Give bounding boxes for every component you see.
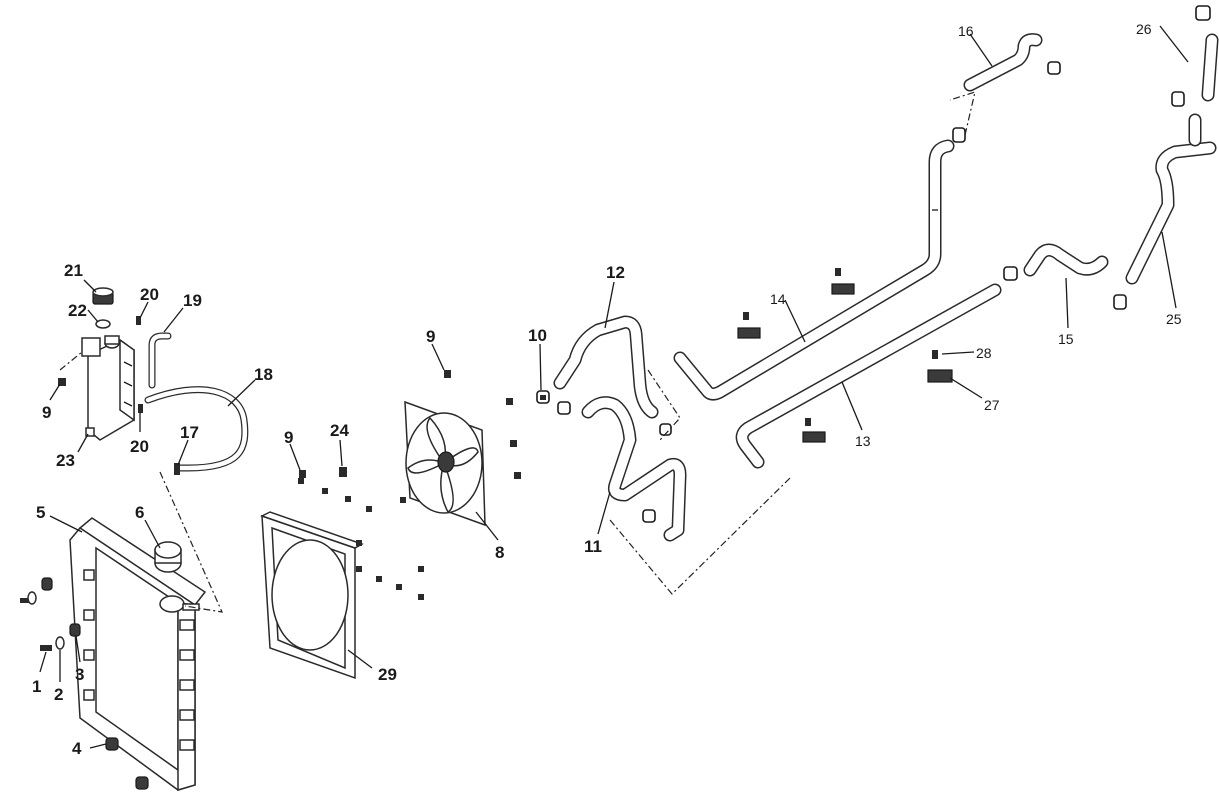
callout-5: 5 [36,503,45,522]
tube-14-clamp[interactable] [952,127,966,143]
callout-3: 3 [75,665,84,684]
coolant-tube-13[interactable] [735,283,1002,469]
upper-coolant-hose[interactable] [553,315,659,419]
screw-9-tank[interactable] [58,378,66,386]
tank-cap[interactable] [92,287,114,305]
callout-12: 12 [606,263,625,282]
callout-27: 27 [984,397,1000,413]
screw-24[interactable] [339,467,347,477]
callout-11: 11 [584,537,602,556]
callout-19: 19 [183,291,202,310]
radiator-fins [83,569,195,751]
hose-clamp-10[interactable] [536,390,550,404]
callout-20-bottom: 20 [130,437,149,456]
overflow-hose-clamp[interactable] [174,463,180,475]
lower-hose-clamps[interactable] [557,401,672,523]
callout-20-top: 20 [140,285,159,304]
callout-9-shroud: 9 [284,428,293,447]
fan-shroud[interactable] [260,511,364,680]
callout-8: 8 [495,543,504,562]
mounting-clips[interactable] [737,268,855,443]
callout-23: 23 [56,451,75,470]
callout-13: 13 [855,433,871,449]
leader-lines [39,25,1189,749]
heater-hose-26[interactable] [1188,33,1219,147]
callout-1: 1 [32,677,41,696]
coolant-tube-14[interactable] [673,139,955,401]
hose-26-clamps[interactable] [1171,5,1211,107]
fan-screws[interactable] [444,370,521,479]
callout-22: 22 [68,301,87,320]
callout-28: 28 [976,345,992,361]
callout-24: 24 [330,421,349,440]
radiator-cap[interactable] [154,541,182,573]
heater-hose-16[interactable] [963,33,1043,92]
hose-15-clamps[interactable] [1003,266,1127,310]
tank-vent-hose[interactable] [148,332,172,389]
callout-2: 2 [54,685,63,704]
washer-2[interactable] [27,591,65,650]
nut-3[interactable] [41,577,81,637]
callout-21: 21 [64,261,83,280]
callout-10: 10 [528,326,547,345]
callout-9-tank: 9 [42,403,51,422]
screw-28[interactable] [932,350,938,359]
radiator[interactable] [69,517,207,792]
overflow-tank[interactable] [81,335,135,441]
callout-17: 17 [180,423,199,442]
callout-14: 14 [770,291,786,307]
callout-16: 16 [958,23,974,39]
overflow-hose[interactable] [144,386,249,472]
lower-coolant-hose[interactable] [581,396,687,542]
heater-hose-25[interactable] [1125,141,1217,285]
tank-cap-seal[interactable] [95,319,111,329]
callout-15: 15 [1058,331,1074,347]
callout-25: 25 [1166,311,1182,327]
callout-29: 29 [378,665,397,684]
bracket-27[interactable] [927,369,953,383]
screw-9-shroud[interactable] [299,470,306,478]
callout-labels: 1 2 3 4 5 6 8 9 9 9 10 11 12 13 14 15 16… [32,21,1182,758]
callout-6: 6 [135,503,144,522]
hose-clamp-20[interactable] [136,316,143,413]
callout-9-fan: 9 [426,327,435,346]
callout-4: 4 [72,739,82,758]
callout-18: 18 [254,365,273,384]
hose-16-clamp[interactable] [1047,61,1061,75]
callout-26: 26 [1136,21,1152,37]
shroud-screws[interactable] [298,478,424,600]
fan-assembly[interactable] [404,400,486,527]
heater-hose-15[interactable] [1023,243,1109,277]
bolt-1[interactable] [20,598,52,651]
